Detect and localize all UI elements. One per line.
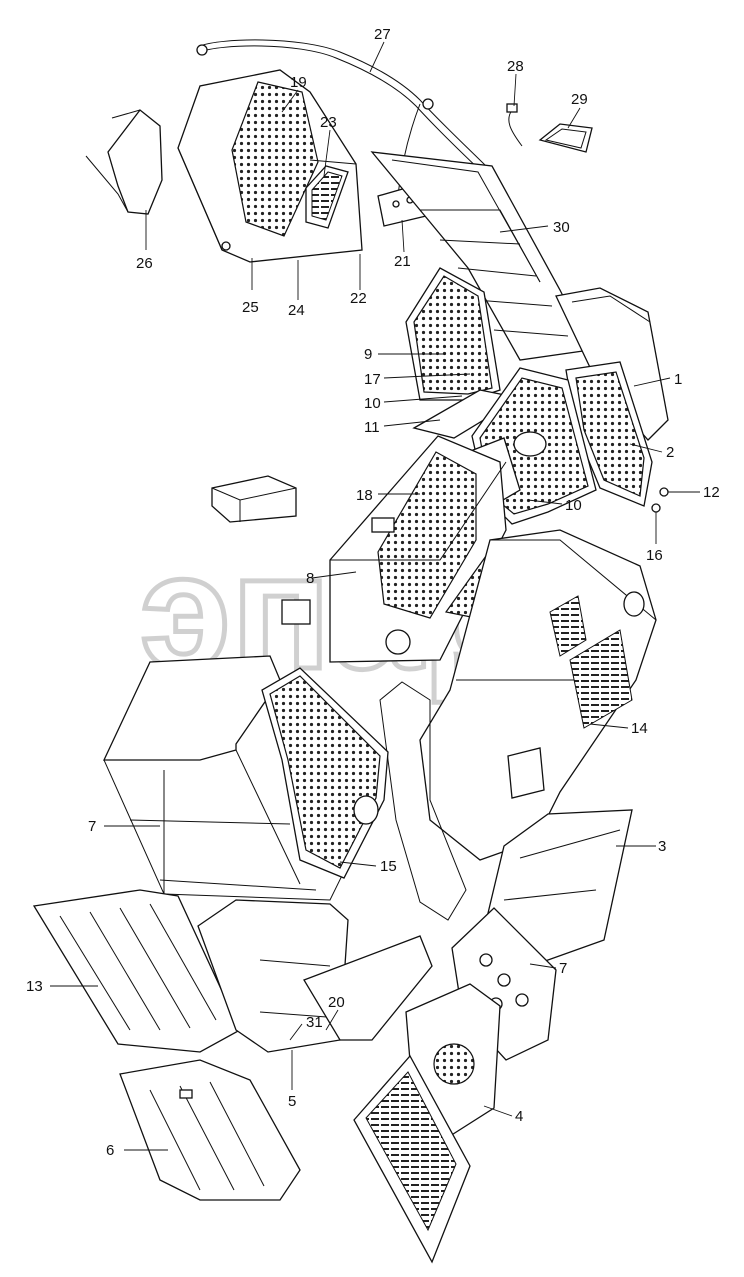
part-12-bolt bbox=[651, 487, 669, 513]
callout-16: 16 bbox=[646, 547, 663, 564]
callout-7-lower: 7 bbox=[559, 960, 567, 977]
part-30-frame bbox=[370, 151, 591, 361]
callout-29: 29 bbox=[571, 91, 588, 108]
callout-11: 11 bbox=[364, 419, 380, 436]
callout-labels: 27 28 29 19 23 30 26 21 25 24 22 9 17 10… bbox=[26, 26, 720, 1159]
callout-5: 5 bbox=[288, 1093, 296, 1110]
part-15-panel bbox=[261, 667, 389, 879]
callout-24: 24 bbox=[288, 302, 305, 319]
callout-27: 27 bbox=[374, 26, 391, 43]
callout-2: 2 bbox=[666, 444, 674, 461]
callout-3: 3 bbox=[658, 838, 666, 855]
part-29-pad bbox=[538, 123, 593, 153]
loose-block bbox=[211, 475, 297, 523]
part-6-lower-left-panel bbox=[119, 1059, 301, 1201]
callout-12: 12 bbox=[703, 484, 720, 501]
part-18-mid-frame bbox=[281, 435, 507, 663]
part-27-tube bbox=[196, 39, 506, 197]
callout-1: 1 bbox=[674, 371, 682, 388]
side-panel-outline bbox=[379, 681, 467, 921]
callout-18: 18 bbox=[356, 487, 373, 504]
callout-22: 22 bbox=[350, 290, 367, 307]
part-9-panel bbox=[405, 267, 501, 401]
part-7-cabinet-frame bbox=[102, 655, 385, 901]
part-26-bracket bbox=[85, 109, 163, 215]
part-28-hose bbox=[506, 103, 523, 147]
leader-lines bbox=[50, 41, 700, 1151]
callout-20: 20 bbox=[328, 994, 345, 1011]
callout-31: 31 bbox=[306, 1014, 323, 1031]
callout-8: 8 bbox=[306, 570, 314, 587]
part-slotted-panel bbox=[353, 1054, 471, 1264]
callout-28: 28 bbox=[507, 58, 524, 75]
callout-4: 4 bbox=[515, 1108, 523, 1125]
callout-17: 17 bbox=[364, 371, 381, 388]
part-13-left-panel bbox=[32, 889, 241, 1053]
callout-21: 21 bbox=[394, 253, 411, 270]
callout-6: 6 bbox=[106, 1142, 114, 1159]
callout-9: 9 bbox=[364, 346, 372, 363]
callout-7-upper: 7 bbox=[88, 818, 96, 835]
callout-10-lower: 10 bbox=[565, 497, 582, 514]
callout-14: 14 bbox=[631, 720, 648, 737]
callout-23: 23 bbox=[320, 114, 337, 131]
callout-19: 19 bbox=[290, 74, 307, 91]
callout-10-upper: 10 bbox=[364, 395, 381, 412]
callout-13: 13 bbox=[26, 978, 43, 995]
callout-25: 25 bbox=[242, 299, 259, 316]
part-19-top-enclosure bbox=[177, 69, 363, 263]
callout-26: 26 bbox=[136, 255, 153, 272]
callout-15: 15 bbox=[380, 858, 397, 875]
callout-30: 30 bbox=[553, 219, 570, 236]
part-14-housing bbox=[419, 529, 657, 861]
